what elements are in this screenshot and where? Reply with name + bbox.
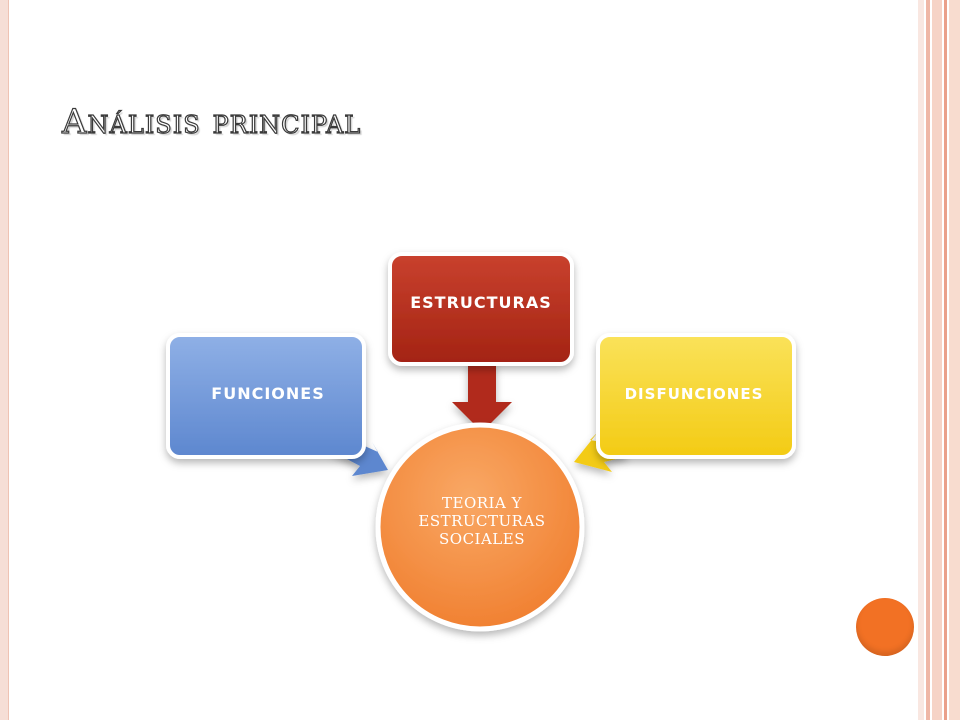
stripe [944, 0, 947, 720]
node-estructuras-label: ESTRUCTURAS [410, 293, 552, 312]
center-circle [375, 422, 585, 632]
node-disfunciones-label: DISFUNCIONES [625, 385, 764, 403]
slide-title: Análisis principal [61, 101, 362, 142]
node-funciones-box [166, 333, 366, 459]
stripe [918, 0, 924, 720]
stripe [949, 0, 960, 720]
center-label-line-3: SOCIALES [439, 530, 525, 548]
node-estructuras-box [388, 252, 574, 366]
corner-orange-dot [856, 598, 914, 656]
node-disfunciones-box [596, 333, 796, 459]
node-funciones-label: FUNCIONES [211, 384, 324, 403]
center-label-line-2: ESTRUCTURAS [418, 512, 545, 530]
stripe [932, 0, 942, 720]
left-border-rule [0, 0, 9, 720]
center-label-line-1: TEORIA Y [442, 494, 523, 512]
arrow-estructuras-to-center [452, 362, 512, 432]
right-decorative-stripes [918, 0, 960, 720]
stripe [926, 0, 930, 720]
